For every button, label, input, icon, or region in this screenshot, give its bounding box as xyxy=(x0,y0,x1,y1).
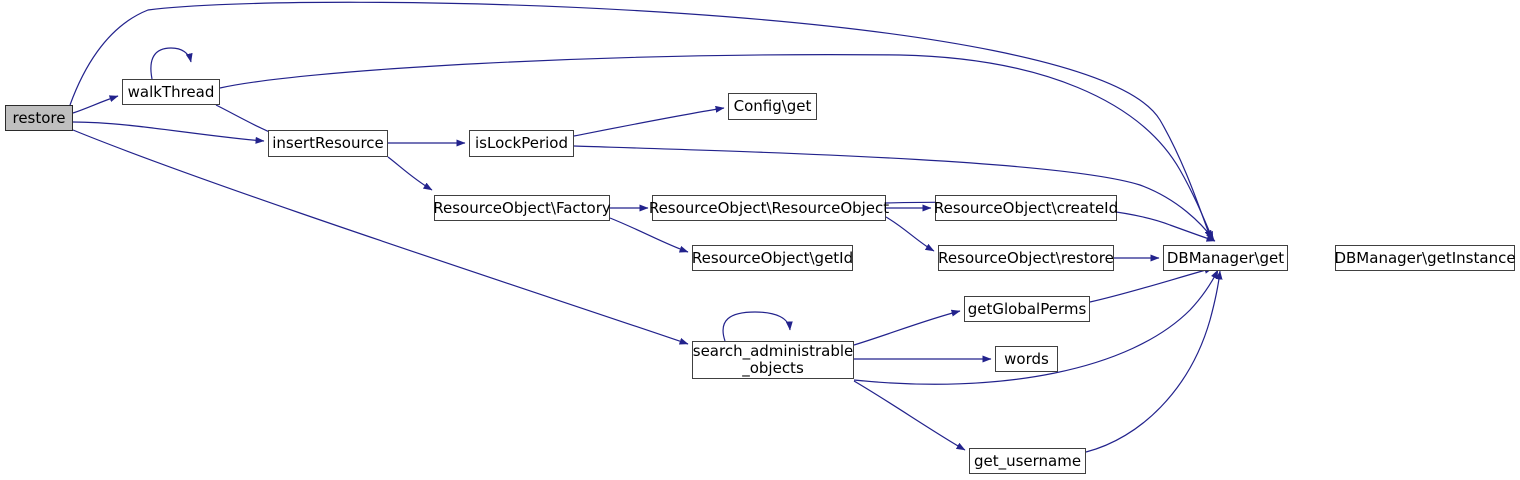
edge-getGlobalPerms-to-dbManagerGet xyxy=(1089,266,1214,303)
graph-node-restore[interactable]: restore xyxy=(5,105,73,131)
graph-node-label: get_username xyxy=(973,451,1082,470)
graph-node-roResourceObject[interactable]: ResourceObject\ResourceObject xyxy=(648,195,890,221)
graph-node-label: restore xyxy=(12,108,66,127)
graph-node-label: ResourceObject\getId xyxy=(691,248,854,267)
graph-node-insertResource[interactable]: insertResource xyxy=(268,130,388,157)
edge-insertResource-to-roFactory xyxy=(387,156,433,191)
edge-isLockPeriod-to-configGet xyxy=(573,105,725,137)
graph-node-label: ResourceObject\createId xyxy=(933,198,1119,217)
graph-node-label: getGlobalPerms xyxy=(967,299,1087,318)
graph-node-configGet[interactable]: Config\get xyxy=(728,93,817,120)
graph-node-roCreateId[interactable]: ResourceObject\createId xyxy=(933,195,1119,221)
edge-walkThread-to-walkThread xyxy=(150,47,193,80)
graph-node-label: ResourceObject\Factory xyxy=(433,198,611,217)
graph-node-getGlobalPerms[interactable]: getGlobalPerms xyxy=(964,296,1090,322)
graph-node-label: DBManager\getInstance xyxy=(1334,248,1516,267)
edge-restore-to-insertResource xyxy=(72,121,265,144)
graph-node-label: insertResource xyxy=(272,134,384,153)
graph-node-label: walkThread xyxy=(127,82,215,101)
graph-node-roFactory[interactable]: ResourceObject\Factory xyxy=(433,195,611,221)
graph-node-isLockPeriod[interactable]: isLockPeriod xyxy=(469,130,574,157)
graph-node-dbManagerGet[interactable]: DBManager\get xyxy=(1163,245,1288,271)
graph-node-label: ResourceObject\restore xyxy=(938,248,1114,267)
edge-restore-to-searchAdminObjects xyxy=(72,129,689,345)
graph-node-label: isLockPeriod xyxy=(475,134,568,153)
edges-group xyxy=(69,1,1223,453)
graph-node-label: words xyxy=(1004,349,1049,368)
graph-node-roRestore[interactable]: ResourceObject\restore xyxy=(938,245,1114,271)
edge-isLockPeriod-to-dbManagerGet xyxy=(573,145,1215,241)
graph-node-label: DBManager\get xyxy=(1166,248,1285,267)
edge-roFactory-to-roGetId xyxy=(609,217,689,253)
edge-searchAdminObjects-to-searchAdminObjects xyxy=(722,311,793,342)
edge-getUsername-to-dbManagerGet xyxy=(1085,270,1223,453)
graph-node-label: Config\get xyxy=(733,97,812,116)
graph-node-searchAdminObjects[interactable]: search_administrable _objects xyxy=(692,341,854,379)
edge-roResourceObject-to-roRestore xyxy=(885,216,935,252)
graph-node-roGetId[interactable]: ResourceObject\getId xyxy=(692,245,853,271)
edge-searchAdminObjects-to-getUsername xyxy=(853,380,966,451)
edge-restore-to-walkThread xyxy=(72,95,119,114)
graph-node-label: ResourceObject\ResourceObject xyxy=(648,198,890,217)
graph-node-walkThread[interactable]: walkThread xyxy=(122,79,220,105)
graph-node-label: search_administrable _objects xyxy=(692,342,854,377)
graph-node-getUsername[interactable]: get_username xyxy=(969,448,1086,474)
graph-node-words[interactable]: words xyxy=(995,346,1058,372)
graph-node-dbManagerGetInst[interactable]: DBManager\getInstance xyxy=(1334,245,1516,271)
edge-searchAdminObjects-to-getGlobalPerms xyxy=(853,309,961,346)
